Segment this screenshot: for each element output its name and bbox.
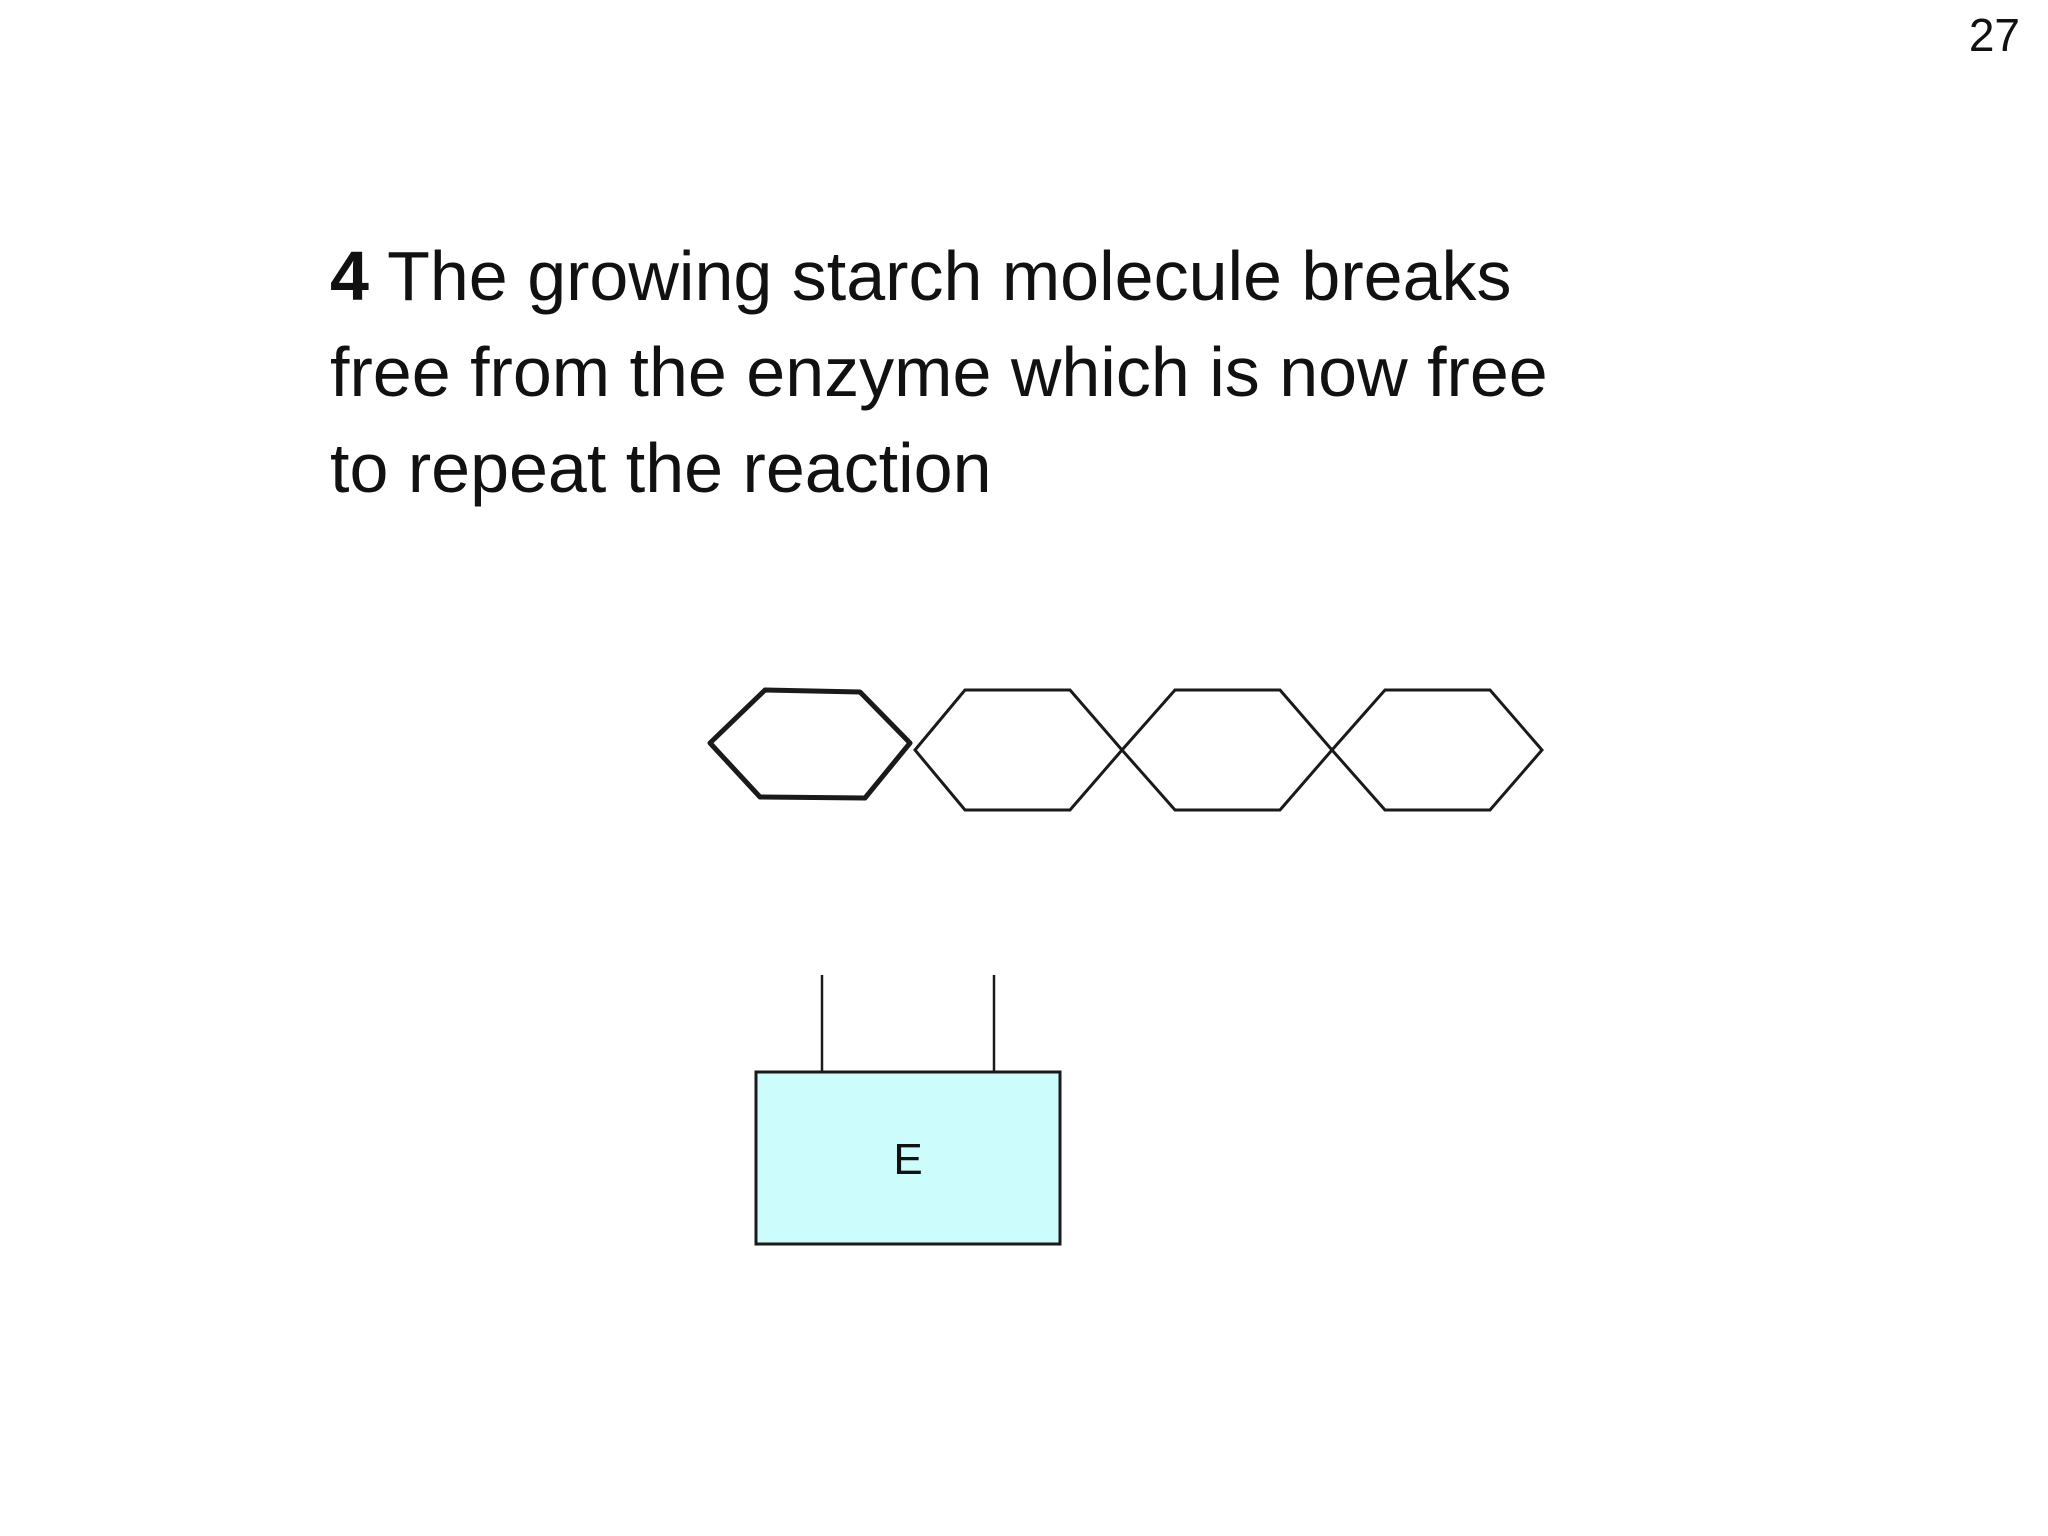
step-description: 4 The growing starch molecule breaks fre…	[330, 228, 1730, 516]
step-text-line-3: to repeat the reaction	[330, 429, 992, 507]
glucose-unit-chain-1	[913, 688, 1124, 812]
glucose-unit-released	[707, 687, 913, 801]
step-text-line-2: free from the enzyme which is now free	[330, 333, 1548, 411]
glucose-unit-chain-2	[1119, 688, 1334, 812]
starch-chain	[913, 688, 1544, 812]
slide-number: 27	[1968, 9, 2020, 61]
step-text-line-1: The growing starch molecule breaks	[368, 237, 1512, 315]
step-number: 4	[330, 237, 369, 315]
enzyme-box	[754, 1070, 1062, 1246]
glucose-unit-chain-3	[1329, 688, 1544, 812]
enzyme-label: E	[893, 1135, 922, 1184]
